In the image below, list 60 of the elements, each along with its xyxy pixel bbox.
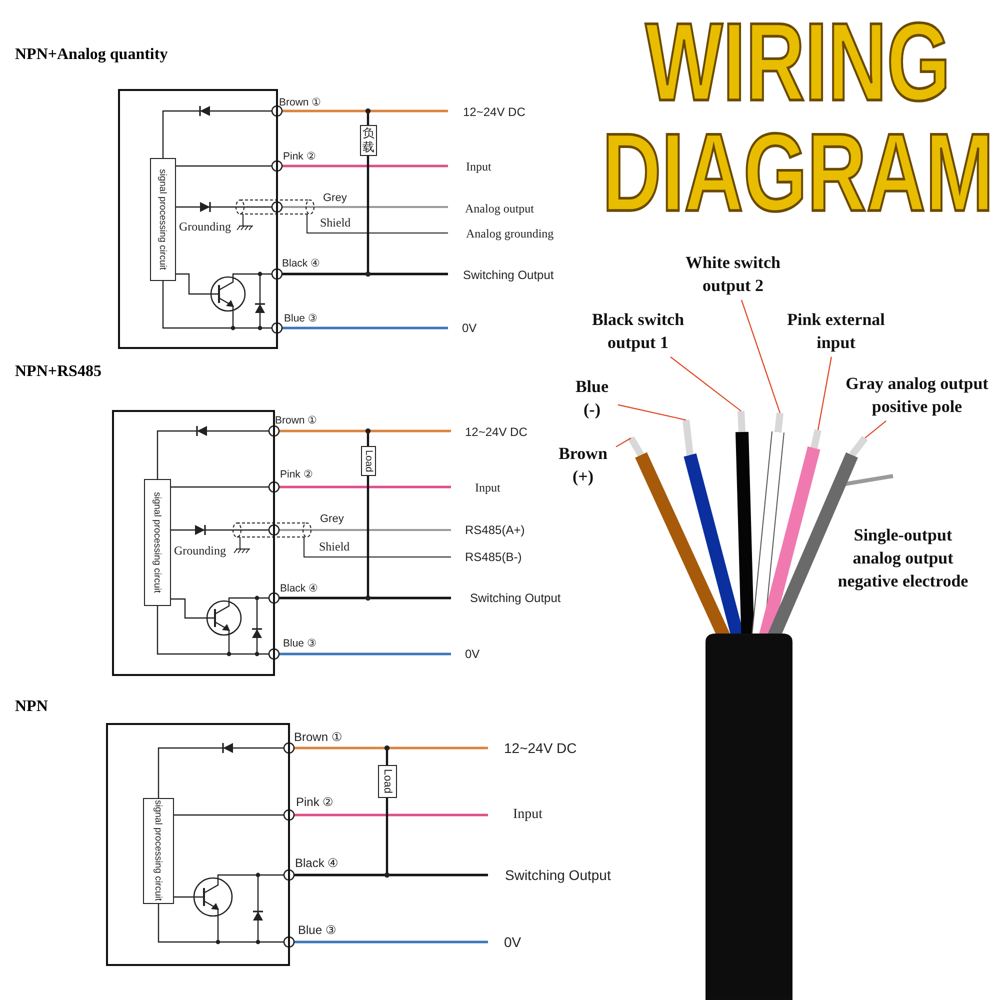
terminal-label: Switching Output	[470, 591, 561, 605]
callout-label: Black switch output 1	[582, 309, 694, 355]
wire-color-label: Brown ①	[275, 414, 318, 426]
callout-label: Pink external input	[780, 309, 892, 355]
terminal-label: 12~24V DC	[463, 105, 526, 119]
terminal-label: Input	[475, 480, 500, 496]
load-box: 负载	[360, 125, 377, 156]
sensor-box	[118, 89, 278, 349]
grounding-label: Grounding	[179, 220, 231, 234]
sensor-box	[106, 723, 290, 966]
section-heading: NPN+RS485	[15, 363, 102, 381]
leader-line	[740, 300, 781, 414]
callout-label: White switch output 2	[677, 252, 789, 298]
terminal-label: 0V	[462, 321, 477, 335]
circuit-block-box: signal processing circuit	[142, 798, 174, 904]
diagram-title: WIRING DIAGRAM	[601, 8, 995, 230]
wire-color-label: Black ④	[280, 582, 319, 594]
circuit-block-box: signal processing circuit	[150, 158, 176, 280]
terminal-label: 0V	[504, 934, 522, 950]
terminal-label: Analog grounding	[466, 226, 554, 242]
section-heading: NPN	[15, 698, 48, 716]
section-heading: NPN+Analog quantity	[15, 46, 168, 64]
terminal-label: 12~24V DC	[465, 425, 528, 439]
leader-line	[864, 420, 886, 438]
terminal-label: 0V	[465, 647, 480, 661]
load-box: Load	[361, 446, 376, 476]
terminal-label: Input	[466, 160, 492, 174]
terminal-label: Switching Output	[463, 268, 554, 282]
wire-color-label: Black ④	[295, 856, 339, 870]
leader-line	[618, 404, 686, 421]
wire-color-label: Brown ①	[294, 730, 342, 744]
terminal-label: RS485(B-)	[465, 550, 522, 564]
load-box: Load	[378, 765, 397, 798]
wire-color-label: Pink ②	[283, 150, 316, 162]
note-text: Single-output analog output negative electrode	[836, 524, 970, 592]
wire-color-label: Grey	[323, 192, 347, 204]
terminal-label: 12~24V DC	[504, 740, 577, 756]
wire-color-label: Grey	[320, 513, 344, 525]
wire-color-label: Blue ③	[284, 312, 318, 324]
terminal-label: RS485(A+)	[465, 523, 525, 537]
leader-line	[616, 438, 632, 448]
callout-label: Brown (+)	[552, 443, 614, 489]
leader-line	[670, 356, 742, 412]
wire-color-label: Blue ③	[298, 923, 336, 937]
shield-label: Shield	[319, 540, 350, 554]
wire-color-label: Pink ②	[296, 795, 334, 809]
terminal-label: Analog output	[465, 202, 534, 216]
terminal-label: Switching Output	[505, 867, 611, 883]
callout-label: Gray analog output positive pole	[842, 373, 992, 419]
leader-line	[817, 356, 832, 430]
grounding-label: Grounding	[174, 544, 226, 558]
terminal-label: Input	[513, 807, 543, 823]
sensor-box	[112, 410, 275, 676]
wire-color-label: Blue ③	[283, 636, 317, 650]
wire-color-label: Pink ②	[280, 468, 314, 480]
callout-label: Blue (-)	[568, 376, 616, 422]
wire-color-label: Brown ①	[279, 96, 322, 108]
circuit-block-box: signal processing circuit	[144, 478, 170, 606]
wire-color-label: Black ④	[282, 256, 321, 270]
shield-label: Shield	[320, 216, 351, 230]
